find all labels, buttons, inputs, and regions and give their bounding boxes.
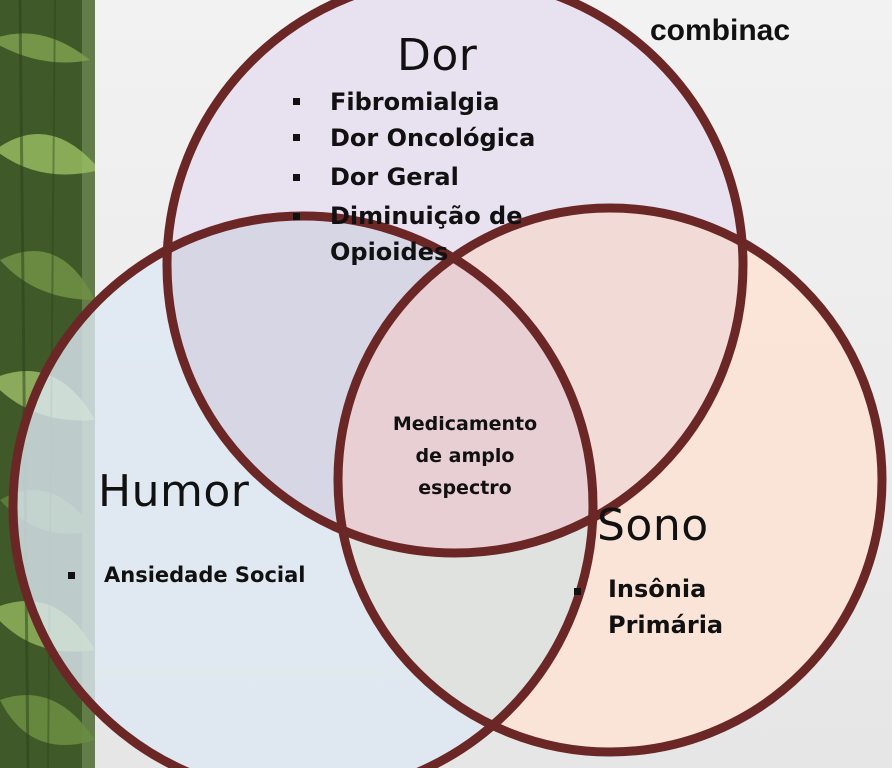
dor-title: Dor — [397, 30, 478, 81]
sono-circle-outline — [333, 203, 887, 757]
bullet-icon — [68, 572, 75, 579]
dor-item-dor-geral: Dor Geral — [330, 163, 459, 191]
bullet-icon — [293, 98, 300, 105]
dor-item-diminuicao: Diminuição de — [330, 202, 523, 230]
bullet-icon — [293, 134, 300, 141]
sono-item-insonia: Insônia — [608, 575, 707, 603]
bullet-icon — [293, 174, 300, 181]
dor-item-opioides: Opioides — [330, 238, 449, 266]
bullet-icon — [574, 588, 581, 595]
sono-title: Sono — [597, 500, 709, 551]
center-overlap-label: Medicamento de amplo espectro — [350, 408, 580, 504]
center-label-line: de amplo — [415, 445, 515, 467]
bullet-icon — [293, 213, 300, 220]
humor-title: Humor — [98, 466, 250, 517]
dor-item-dor-oncologica: Dor Oncológica — [330, 124, 536, 152]
dor-circle-outline — [162, 0, 748, 558]
sono-item-primaria: Primária — [608, 611, 724, 639]
dor-item-fibromialgia: Fibromialgia — [330, 88, 500, 116]
center-label-line: espectro — [418, 477, 512, 499]
center-overlap-fill — [338, 216, 593, 553]
slide-title-fragment: combinac — [650, 14, 791, 47]
humor-item-ansiedade-social: Ansiedade Social — [104, 563, 306, 587]
center-label-line: Medicamento — [392, 413, 538, 435]
humor-circle-outline — [8, 211, 598, 768]
